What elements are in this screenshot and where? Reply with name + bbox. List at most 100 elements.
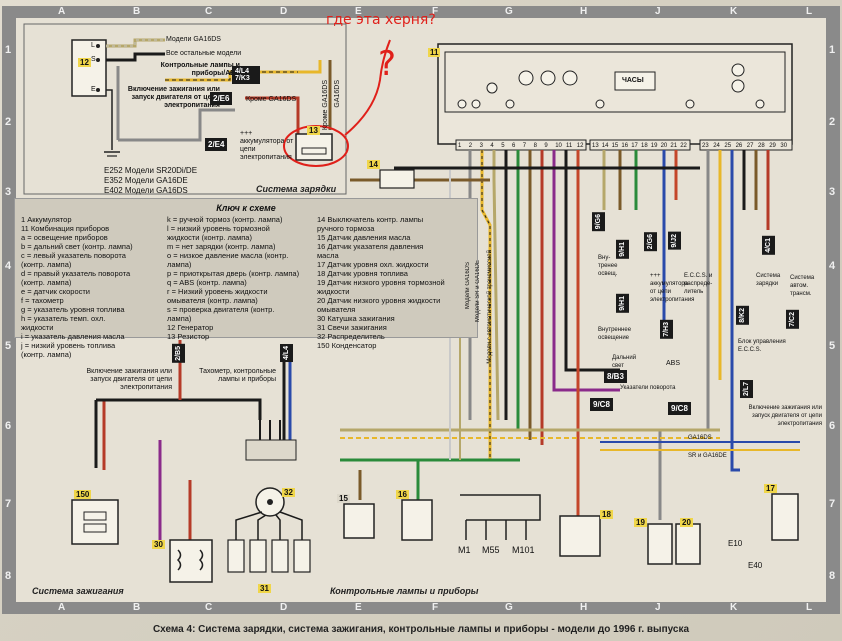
panel-pin-3: 3 <box>479 143 483 149</box>
row-label-right-3: 3 <box>829 186 836 198</box>
label-component-19: 19 <box>634 518 647 527</box>
label-component-15: 15 <box>337 494 350 503</box>
tag-9c8-b: 9/C8 <box>668 402 691 415</box>
row-label-2: 2 <box>5 116 12 128</box>
panel-pin-7: 7 <box>522 143 527 149</box>
col-label-bottom-e: E <box>355 602 362 613</box>
switch-14-box <box>379 169 415 189</box>
col-label-bottom-j: J <box>655 602 661 613</box>
label-m55: M55 <box>482 545 500 555</box>
gauge-3 <box>562 70 578 86</box>
row-label-right-2: 2 <box>829 116 836 128</box>
label-sr-ga16de-right: SR и GA16DE <box>688 453 727 459</box>
generator-12-box <box>71 39 107 97</box>
label-e252: E252 Модели SR20Di/DE <box>104 166 198 175</box>
panel-pin-20: 20 <box>660 143 668 149</box>
label-e40: E40 <box>748 561 763 570</box>
panel-pin-16: 16 <box>621 143 629 149</box>
ruler-bottom <box>14 602 834 614</box>
col-label-bottom-f: F <box>432 602 439 613</box>
tag-8b3: 8/B3 <box>604 370 627 383</box>
lamp-1 <box>731 63 745 77</box>
panel-pin-27: 27 <box>746 143 754 149</box>
col-label-bottom-l: L <box>806 602 813 613</box>
panel-pin-23: 23 <box>702 143 709 149</box>
panel-pin-19: 19 <box>650 143 658 149</box>
panel-pin-2: 2 <box>468 143 473 149</box>
col-label-e: E <box>355 6 362 17</box>
label-terminal-l: L <box>91 42 95 49</box>
row-label-5: 5 <box>5 340 12 352</box>
tag-2e4: 2/E4 <box>205 138 228 151</box>
tag-4c1: 4/C1 <box>762 236 775 255</box>
label-except-ga16ds: Кроме GA16DS <box>246 96 297 103</box>
row-label-3: 3 <box>5 186 12 198</box>
wire-grey-to-2e4 <box>118 108 235 142</box>
ground-lines-m <box>465 520 527 540</box>
col-label-c: C <box>205 6 213 17</box>
col-label-bottom-c: C <box>205 602 213 613</box>
label-ignition-top: Включение зажигания или запуск двигателя… <box>127 86 220 109</box>
tag-2l7: 2/L7 <box>740 380 753 399</box>
label-battery-top: +++ аккумулятора от цепи электропитания <box>240 130 294 161</box>
legend-column-3: 14 Выключатель контр. лампы ручного торм… <box>317 215 445 350</box>
label-vertical-sr-ga16de: Модели SR и GA16DE <box>475 260 481 323</box>
label-component-14: 14 <box>367 160 380 169</box>
spark-plug-3 <box>271 539 289 573</box>
lamp-2 <box>731 79 745 93</box>
col-label-bottom-h: H <box>580 602 588 613</box>
lamp-6 <box>595 99 605 109</box>
label-vertical-auto-trans: Модели с автоматической трансмиссией <box>487 250 493 364</box>
tag-4l4-7k3: 4/L4 7/K3 <box>232 66 260 84</box>
label-ignition-lower: Включение зажигания или запуск двигателя… <box>86 368 172 391</box>
label-m101: M101 <box>512 545 535 555</box>
col-label-g: G <box>505 6 513 17</box>
label-terminal-s: S <box>91 56 96 63</box>
panel-pin-25: 25 <box>724 143 732 149</box>
panel-pin-30: 30 <box>780 143 788 149</box>
wire-v-tan-1 <box>492 150 500 421</box>
label-model-ga16ds: Модели GA16DS <box>166 36 221 43</box>
label-clock: ЧАСЫ <box>622 77 644 84</box>
label-component-32: 32 <box>282 488 295 497</box>
section-charge-system: Система зарядки <box>256 184 337 194</box>
wire-gen-l-b <box>106 39 165 47</box>
label-reverse: Вну-тренее освещ. <box>598 255 618 277</box>
col-label-f: F <box>432 6 439 17</box>
col-label-bottom-d: D <box>280 602 288 613</box>
col-label-bottom-a: A <box>58 602 66 613</box>
lamp-4 <box>471 99 481 109</box>
label-component-20: 20 <box>680 518 693 527</box>
page-caption: Схема 4: Система зарядки, система зажига… <box>152 624 690 635</box>
panel-pin-11: 11 <box>566 143 573 149</box>
label-component-18: 18 <box>600 510 613 519</box>
instrument-cluster-box <box>437 43 793 145</box>
wire-ignition-h-black <box>96 398 262 420</box>
panel-pin-18: 18 <box>641 143 648 149</box>
row-label-7: 7 <box>5 498 12 510</box>
terminal-s <box>96 58 100 62</box>
sensor-19-box <box>647 523 673 565</box>
instrument-cluster-inner <box>444 51 786 113</box>
label-e402: E402 Модели GA16DS <box>104 186 188 195</box>
label-e10: E10 <box>728 539 743 548</box>
wire-v-black-2 <box>564 150 620 372</box>
panel-pin-13: 13 <box>592 143 599 149</box>
col-label-bottom-b: B <box>133 602 141 613</box>
tag-4l4-lower: 4/L4 <box>280 344 293 363</box>
panel-pin-1: 1 <box>458 143 462 149</box>
ruler-left <box>2 6 16 614</box>
wire-vertical-ga16ds <box>298 60 322 74</box>
label-abs: ABS <box>666 360 681 367</box>
row-label-right-8: 8 <box>829 570 836 582</box>
row-label-right-1: 1 <box>829 44 836 56</box>
label-ga16ds-vertical: GA16DS <box>334 80 341 108</box>
wire-terminal-block-down <box>259 420 281 440</box>
wire-to-lamps-stripe <box>165 71 298 81</box>
resistor-13-element <box>301 147 327 155</box>
label-component-12: 12 <box>78 58 91 67</box>
label-tacho-lower: Тахометр, контрольные лампы и приборы <box>199 368 276 383</box>
panel-pin-26: 26 <box>735 143 743 149</box>
annotation-question-mark: ? <box>378 44 397 84</box>
